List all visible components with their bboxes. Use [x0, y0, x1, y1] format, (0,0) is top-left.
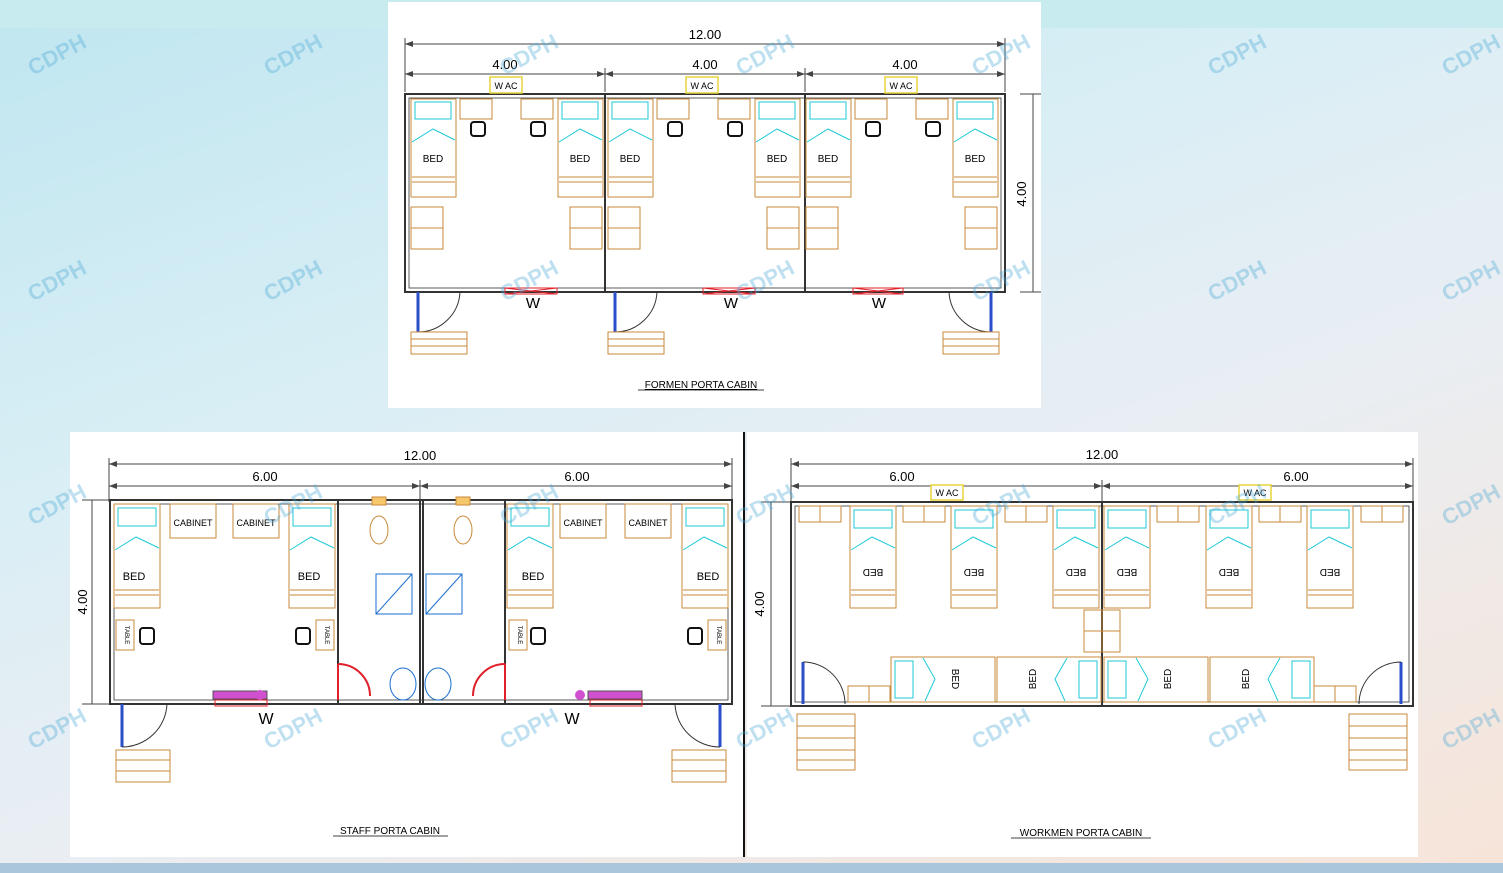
staff-table-label-3: TABLE — [516, 626, 522, 645]
staff-total-length: 12.00 — [404, 448, 437, 463]
staff-bed-label-4: BED — [697, 571, 720, 583]
staff-bed-label-1: BED — [123, 571, 146, 583]
formen-total-length: 12.00 — [689, 27, 722, 42]
workmen-left-length: 6.00 — [889, 469, 914, 484]
staff-cabinet-label-2: CABINET — [236, 518, 276, 528]
formen-window-3: W — [872, 295, 887, 312]
watermark-2: CDPH — [259, 28, 327, 81]
workmen-cabin-plan: 12.00 6.00 6.00 4.00 W AC W AC BED BED B… — [752, 447, 1414, 839]
workmen-wac-1: W AC — [935, 488, 959, 498]
workmen-bottom-beds — [890, 656, 1315, 703]
formen-room-furniture — [410, 98, 604, 250]
formen-wac-1: W AC — [494, 81, 518, 91]
workmen-bed-label-7: BED — [949, 669, 960, 690]
staff-table-label-4: TABLE — [715, 626, 721, 645]
formen-depth: 4.00 — [1014, 181, 1029, 206]
watermark-9: CDPH — [259, 254, 327, 307]
staff-table-label-2: TABLE — [323, 626, 329, 645]
formen-bed-label-1: BED — [423, 154, 444, 165]
staff-right-room — [506, 503, 729, 651]
formen-title: FORMEN PORTA CABIN — [645, 380, 757, 391]
workmen-bed-label-3: BED — [1066, 566, 1087, 577]
staff-depth: 4.00 — [75, 589, 90, 614]
workmen-wac-2: W AC — [1243, 488, 1267, 498]
staff-right-length: 6.00 — [564, 469, 589, 484]
workmen-bed-label-6: BED — [1320, 566, 1341, 577]
workmen-title: WORKMEN PORTA CABIN — [1020, 828, 1142, 839]
staff-window-2: W — [564, 711, 580, 728]
formen-room2-length: 4.00 — [692, 57, 717, 72]
staff-toilets — [337, 496, 506, 701]
watermark-8: CDPH — [23, 254, 91, 307]
staff-window-1: W — [258, 711, 274, 728]
formen-window-2: W — [724, 295, 739, 312]
workmen-doors — [796, 661, 1408, 771]
formen-doors — [410, 291, 1000, 355]
workmen-right-length: 6.00 — [1283, 469, 1308, 484]
workmen-bed-label-10: BED — [1241, 669, 1252, 690]
formen-bed-label-3: BED — [620, 154, 641, 165]
workmen-bed-label-8: BED — [1028, 669, 1039, 690]
staff-left-length: 6.00 — [252, 469, 277, 484]
workmen-bed-label-1: BED — [863, 566, 884, 577]
formen-bed-label-5: BED — [818, 154, 839, 165]
formen-wac-3: W AC — [889, 81, 913, 91]
staff-left-room — [113, 503, 336, 651]
sheet-divider — [743, 432, 745, 857]
staff-bed-label-3: BED — [522, 571, 545, 583]
formen-cabin-plan: 12.00 4.00 4.00 4.00 4.00 W AC W AC W AC — [404, 27, 1041, 391]
workmen-top-bed — [849, 505, 897, 609]
formen-cabin-sheet: 12.00 4.00 4.00 4.00 4.00 W AC W AC W AC — [388, 2, 1041, 408]
formen-bed-label-4: BED — [767, 154, 788, 165]
formen-room1-length: 4.00 — [492, 57, 517, 72]
workmen-total-length: 12.00 — [1086, 447, 1119, 462]
watermark-13: CDPH — [1203, 254, 1271, 307]
workmen-cabin-sheet: 12.00 6.00 6.00 4.00 W AC W AC BED BED B… — [747, 432, 1418, 857]
formen-bed-label-2: BED — [570, 154, 591, 165]
formen-wac-2: W AC — [690, 81, 714, 91]
staff-doors — [115, 703, 727, 783]
workmen-bed-label-9: BED — [1163, 669, 1174, 690]
watermark-1: CDPH — [23, 28, 91, 81]
staff-bed-label-2: BED — [298, 571, 321, 583]
staff-cabinet-label-3: CABINET — [563, 518, 603, 528]
formen-room3-length: 4.00 — [892, 57, 917, 72]
watermark-21: CDPH — [1437, 478, 1503, 531]
staff-cabinet-label-4: CABINET — [628, 518, 668, 528]
workmen-depth: 4.00 — [752, 591, 767, 616]
workmen-bed-label-2: BED — [964, 566, 985, 577]
watermark-14: CDPH — [1437, 254, 1503, 307]
staff-table-label-1: TABLE — [123, 626, 129, 645]
watermark-7: CDPH — [1437, 28, 1503, 81]
workmen-bed-label-5: BED — [1219, 566, 1240, 577]
workmen-bed-label-4: BED — [1117, 566, 1138, 577]
staff-title: STAFF PORTA CABIN — [340, 826, 440, 837]
formen-bed-label-6: BED — [965, 154, 986, 165]
staff-cabin-plan: 12.00 6.00 6.00 4.00 — [75, 448, 733, 837]
watermark-28: CDPH — [1437, 702, 1503, 755]
bottom-band — [0, 863, 1503, 873]
watermark-6: CDPH — [1203, 28, 1271, 81]
formen-window-1: W — [526, 295, 541, 312]
staff-cabin-sheet: 12.00 6.00 6.00 4.00 — [70, 432, 743, 857]
staff-cabinet-label-1: CABINET — [173, 518, 213, 528]
